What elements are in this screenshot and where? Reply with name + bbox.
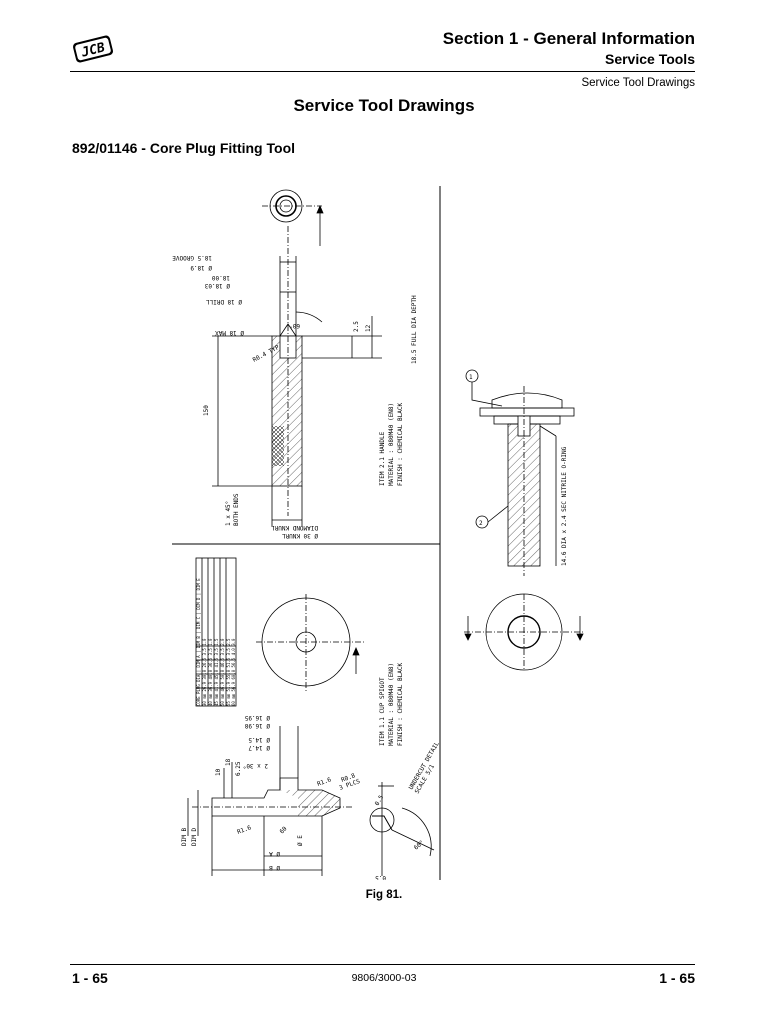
svg-text:14.6 DIA x 2.4 SEC NITRILE O-R: 14.6 DIA x 2.4 SEC NITRILE O-RING xyxy=(561,446,568,566)
dimension-table xyxy=(195,557,237,707)
svg-text:Ø 30 KNURL: Ø 30 KNURL xyxy=(281,532,318,539)
section-title: Section 1 - General Information xyxy=(442,29,695,48)
svg-text:Ø 16.95: Ø 16.95 xyxy=(244,714,270,721)
svg-text:12: 12 xyxy=(365,324,372,332)
svg-text:45 mm 41.9 45.0 41.5 3.5: 45 mm 41.9 45.0 41.5 3.5 1.5 xyxy=(214,638,219,706)
section-subtitle: Service Tools xyxy=(604,51,695,67)
svg-text:ITEM 2.1 HANDLE: ITEM 2.1 HANDLE xyxy=(379,431,386,486)
svg-text:2.5: 2.5 xyxy=(353,321,360,332)
svg-text:60 mm 56.9 60.0 56.5 4.0: 60 mm 56.9 60.0 56.5 4.0 3.0 xyxy=(231,638,236,706)
svg-text:10: 10 xyxy=(215,768,222,776)
svg-text:0.5: 0.5 xyxy=(375,874,386,880)
footer-rule xyxy=(70,964,695,965)
jcb-logo-mark: JCB xyxy=(72,35,114,63)
svg-text:Ø 18 MAX: Ø 18 MAX xyxy=(215,329,244,336)
svg-text:2 x 30°: 2 x 30° xyxy=(243,762,268,769)
svg-text:18.5 GROOVE: 18.5 GROOVE xyxy=(172,254,212,261)
svg-text:Ø 14.5: Ø 14.5 xyxy=(248,736,270,743)
svg-text:R1.6: R1.6 xyxy=(316,776,332,788)
svg-text:30 mm 26.9 30.0 26.5 3.5: 30 mm 26.9 30.0 26.5 3.5 1.0 xyxy=(202,638,207,706)
svg-text:Ø A: Ø A xyxy=(269,850,280,857)
assembly-view xyxy=(465,369,575,576)
svg-text:18.00: 18.00 xyxy=(212,274,230,281)
svg-text:FINISH : CHEMICAL BLACK: FINISH : CHEMICAL BLACK xyxy=(397,403,404,486)
svg-text:Ø 18.03: Ø 18.03 xyxy=(204,282,230,289)
page-title: Service Tool Drawings xyxy=(293,96,475,115)
cup-section-view xyxy=(187,726,352,876)
document-code: 9806/3000-03 xyxy=(351,972,417,984)
svg-text:CORE PLUG DIA | DIM A | DIM B: CORE PLUG DIA | DIM A | DIM B | DIM C | … xyxy=(196,578,201,706)
svg-text:60: 60 xyxy=(278,825,288,835)
svg-text:FINISH : CHEMICAL BLACK: FINISH : CHEMICAL BLACK xyxy=(397,663,404,746)
jcb-logo: JCB xyxy=(70,29,116,69)
svg-text:Ø 16.98: Ø 16.98 xyxy=(244,722,270,729)
svg-text:18.5 FULL DIA DEPTH: 18.5 FULL DIA DEPTH xyxy=(411,295,418,364)
svg-text:R1.6: R1.6 xyxy=(236,824,252,836)
svg-text:MATERIAL : 080M40 (EN8): MATERIAL : 080M40 (EN8) xyxy=(388,403,395,486)
svg-text:1 x 45°: 1 x 45° xyxy=(225,501,232,526)
running-head: Service Tool Drawings xyxy=(581,77,695,89)
handle-section-view xyxy=(212,226,382,526)
page-number-left: 1 - 65 xyxy=(72,970,108,986)
svg-text:40 mm 36.9 40.0 36.5 3.5: 40 mm 36.9 40.0 36.5 3.5 1.0 xyxy=(208,638,213,706)
tool-heading: 892/01146 - Core Plug Fitting Tool xyxy=(72,140,296,156)
handle-end-view xyxy=(262,189,324,246)
svg-text:R0.8: R0.8 xyxy=(340,772,356,784)
svg-text:DIAMOND KNURL: DIAMOND KNURL xyxy=(271,524,318,531)
svg-text:18: 18 xyxy=(225,758,232,766)
svg-text:MATERIAL : 080M40 (EN8): MATERIAL : 080M40 (EN8) xyxy=(388,663,395,746)
svg-text:JCB: JCB xyxy=(79,40,107,61)
svg-text:ITEM 1.1 CUP SPIGOT: ITEM 1.1 CUP SPIGOT xyxy=(379,677,386,746)
svg-text:Ø 14.7: Ø 14.7 xyxy=(248,744,270,751)
assembly-end-view xyxy=(464,593,584,671)
svg-text:1: 1 xyxy=(469,374,473,381)
svg-text:Ø B: Ø B xyxy=(269,864,280,871)
svg-text:6.25: 6.25 xyxy=(235,761,242,776)
svg-text:0.5: 0.5 xyxy=(374,794,386,807)
svg-text:Ø E: Ø E xyxy=(297,835,304,846)
svg-text:DIM D: DIM D xyxy=(191,828,198,846)
svg-text:DIM B: DIM B xyxy=(181,828,188,846)
svg-text:150: 150 xyxy=(203,405,210,416)
svg-text:50 mm 46.9 50.0 46.5 3.5: 50 mm 46.9 50.0 46.5 3.5 2.0 xyxy=(220,638,225,706)
header-rule xyxy=(70,71,695,72)
svg-text:Ø 18 DRILL: Ø 18 DRILL xyxy=(205,298,242,305)
svg-text:55 mm 51.9 55.0 51.5 3.5: 55 mm 51.9 55.0 51.5 3.5 2.5 xyxy=(226,638,231,706)
undercut-detail xyxy=(369,782,435,876)
svg-text:60°: 60° xyxy=(289,322,300,329)
page-number-right: 1 - 65 xyxy=(659,970,695,986)
svg-text:BOTH ENDS: BOTH ENDS xyxy=(233,493,240,526)
figure-caption: Fig 81. xyxy=(365,889,403,901)
cup-end-view xyxy=(256,594,364,692)
svg-text:2: 2 xyxy=(479,520,483,527)
core-plug-fitting-tool-drawing: 18.5 GROOVE Ø 18.9 18.00 Ø 18.03 Ø 18 DR… xyxy=(172,186,600,881)
svg-text:Ø 18.9: Ø 18.9 xyxy=(190,264,212,271)
